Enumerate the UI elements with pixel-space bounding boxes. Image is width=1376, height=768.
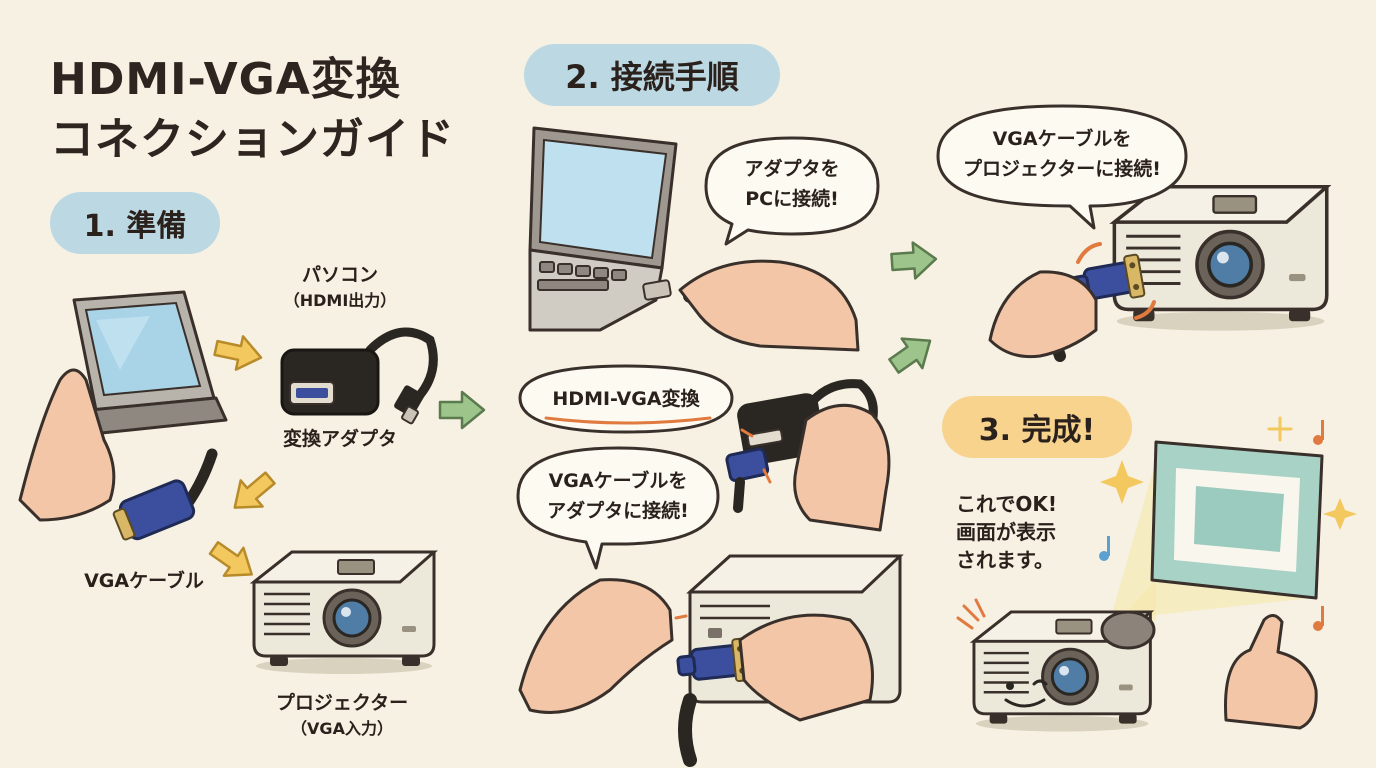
page-title: HDMI-VGA変換 コネクションガイド [50,50,455,170]
bubble-vga-to-adapter-text: VGAケーブルを アダプタに接続! [518,466,718,526]
laptop-connect-illustration [528,126,860,352]
vga-cable-illustration [112,448,218,541]
projector-illustration [252,550,436,676]
projector-label-name: プロジェクター [275,692,409,714]
projector-label: プロジェクター （VGA入力） [252,690,432,742]
bubble-adapter-to-pc-text: アダプタを PCに接続! [706,154,878,214]
hdmi-vga-underline [544,416,712,425]
bubble-vga-to-projector-line-1: VGAケーブルを [992,128,1132,150]
adapter-label: 変換アダプタ [282,428,397,450]
bubble-vga-to-adapter [516,446,720,570]
result-line-1: これでOK! [956,492,1058,516]
title-line-1: HDMI-VGA変換 [50,54,401,105]
adapter-illustration [280,327,438,425]
result-line-3: されます。 [956,548,1054,572]
laptop-in-hand-illustration [18,290,228,522]
pc-label-sub: （HDMI出力） [283,291,397,310]
pc-label: パソコン （HDMI出力） [260,262,420,314]
bubble-vga-to-projector [936,104,1188,230]
projector-plugged-illustration [988,184,1329,362]
result-illustration [956,416,1357,733]
pc-label-name: パソコン [301,264,378,286]
bubble-vga-to-projector-line-2: プロジェクターに接続! [963,158,1161,180]
projector-label-sub: （VGA入力） [291,719,393,738]
bubble-adapter-to-pc-line-1: アダプタを [744,158,840,180]
step-1-pill: 1. 準備 [50,192,220,254]
speech-bubbles [516,104,1188,570]
vga-cable-label: VGAケーブル [84,570,204,592]
bubble-hdmi-vga [518,364,734,434]
step-2-pill: 2. 接続手順 [524,44,780,106]
bubble-hdmi-vga-text: HDMI-VGA変換 [552,388,700,410]
title-line-2: コネクションガイド [50,114,455,165]
step-3-pill: 3. 完成! [942,396,1132,458]
result-text: これでOK! 画面が表示 されます。 [956,490,1057,574]
result-line-2: 画面が表示 [956,520,1056,544]
adapter-connect-illustration [725,379,891,532]
bubble-adapter-to-pc [704,136,880,246]
bubble-vga-to-projector-text: VGAケーブルを プロジェクターに接続! [938,124,1186,184]
bubble-vga-to-adapter-line-1: VGAケーブルを [548,470,688,492]
bubble-adapter-to-pc-line-2: PCに接続! [745,188,839,210]
bubble-vga-to-adapter-line-2: アダプタに接続! [547,500,689,522]
projector-connect-illustration [518,554,904,767]
